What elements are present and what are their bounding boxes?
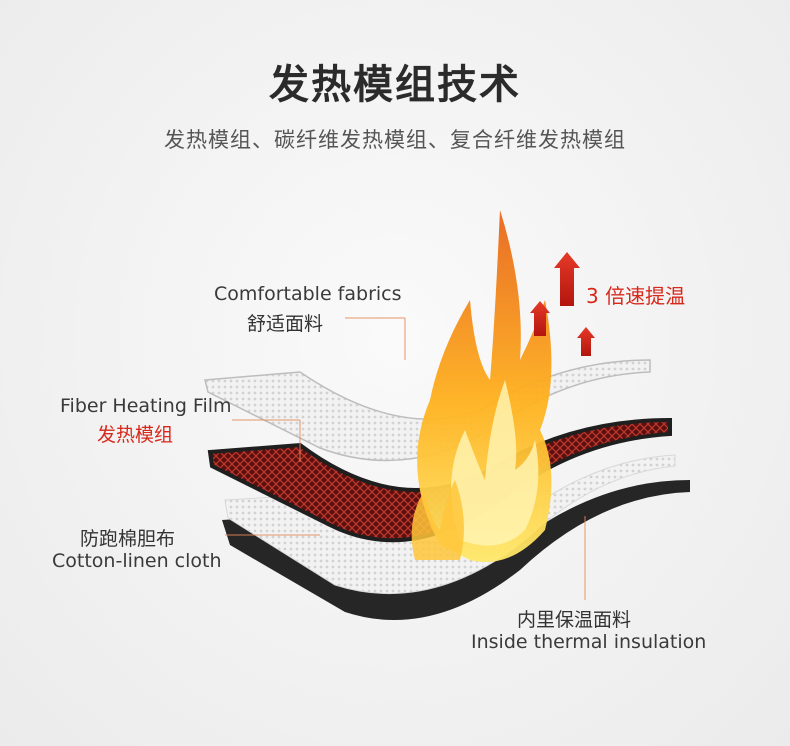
comfort-label-en: Comfortable fabrics: [214, 283, 402, 305]
fiber-label-zh: 发热模组: [97, 424, 174, 446]
inside-label-zh: 内里保温面料: [517, 609, 632, 631]
page-subtitle: 发热模组、碳纤维发热模组、复合纤维发热模组: [164, 128, 626, 152]
cotton-label-zh: 防跑棉胆布: [80, 528, 176, 550]
comfort-label-zh: 舒适面料: [247, 313, 324, 335]
fiber-label-en: Fiber Heating Film: [60, 395, 232, 417]
cotton-label-en: Cotton-linen cloth: [52, 550, 222, 572]
flame-icon: [411, 210, 552, 562]
page-title: 发热模组技术: [269, 62, 521, 108]
up-arrow-icon: [530, 252, 595, 356]
inside-label-en: Inside thermal insulation: [471, 631, 707, 653]
boost-label: 3 倍速提温: [586, 284, 686, 308]
